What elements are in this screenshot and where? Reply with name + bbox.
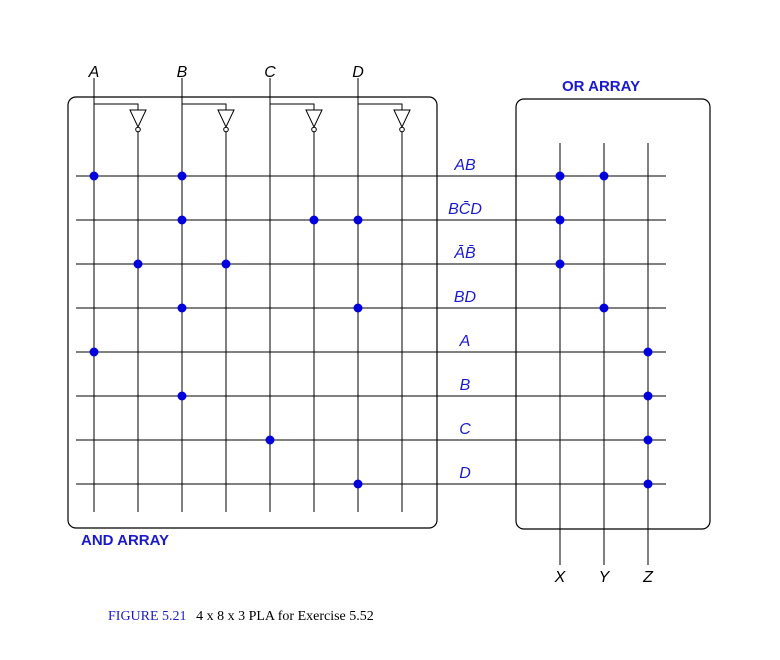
inverters [129,109,411,133]
and-connection-dot [177,171,187,181]
or-connection-dot [555,215,565,225]
or-connection-dot [599,171,609,181]
and-connection-dot [133,259,143,269]
product-label: AB [453,157,476,174]
inverter-icon [217,109,235,129]
caption-prefix: FIGURE 5.21 [108,609,187,624]
product-label: D [459,465,471,482]
or-connection-dot [599,303,609,313]
and-connection-dot [353,479,363,489]
inverter-bubble [399,126,405,133]
inverter-branch [182,103,227,110]
or-connection-dot [643,347,653,357]
or-connection-dot [643,435,653,445]
output-label: Y [599,569,611,586]
output-label: X [554,569,567,586]
inverter-bubble [135,126,141,133]
inverter-icon [305,109,323,129]
output-label: Z [642,569,654,586]
and-connection-dot [309,215,319,225]
input-label: C [264,64,276,81]
and-connection-dot [177,215,187,225]
wires [76,78,666,565]
inverter-branch [358,103,403,110]
and-connection-dot [89,347,99,357]
and-connection-dot [177,303,187,313]
product-label: B [460,377,471,394]
product-label: A [459,333,471,350]
product-label: ĀB̄ [453,244,476,262]
inverter-branch [94,103,139,110]
or-array-box [515,98,711,530]
inverter-icon [129,109,147,129]
and-array-box [67,96,438,529]
or-connection-dot [555,171,565,181]
product-label: C [459,421,471,438]
figure-caption: FIGURE 5.21 4 x 8 x 3 PLA for Exercise 5… [108,609,374,624]
input-label: D [352,64,364,81]
and-connection-dot [265,435,275,445]
and-connection-dot [221,259,231,269]
connection-dots [89,171,653,489]
or-array-label: OR ARRAY [562,78,640,95]
and-connection-dot [89,171,99,181]
input-label: B [177,64,188,81]
inverter-bubble [311,126,317,133]
product-label: BD [454,289,477,306]
inverter-icon [393,109,411,129]
or-connection-dot [643,391,653,401]
and-connection-dot [177,391,187,401]
caption-text: 4 x 8 x 3 PLA for Exercise 5.52 [196,609,374,624]
input-label: A [88,64,100,81]
and-connection-dot [353,215,363,225]
and-array-label: AND ARRAY [81,532,169,549]
product-label: BC̄D [448,201,482,218]
inverter-branch [270,103,315,110]
or-connection-dot [643,479,653,489]
inverter-bubble [223,126,229,133]
or-connection-dot [555,259,565,269]
and-connection-dot [353,303,363,313]
